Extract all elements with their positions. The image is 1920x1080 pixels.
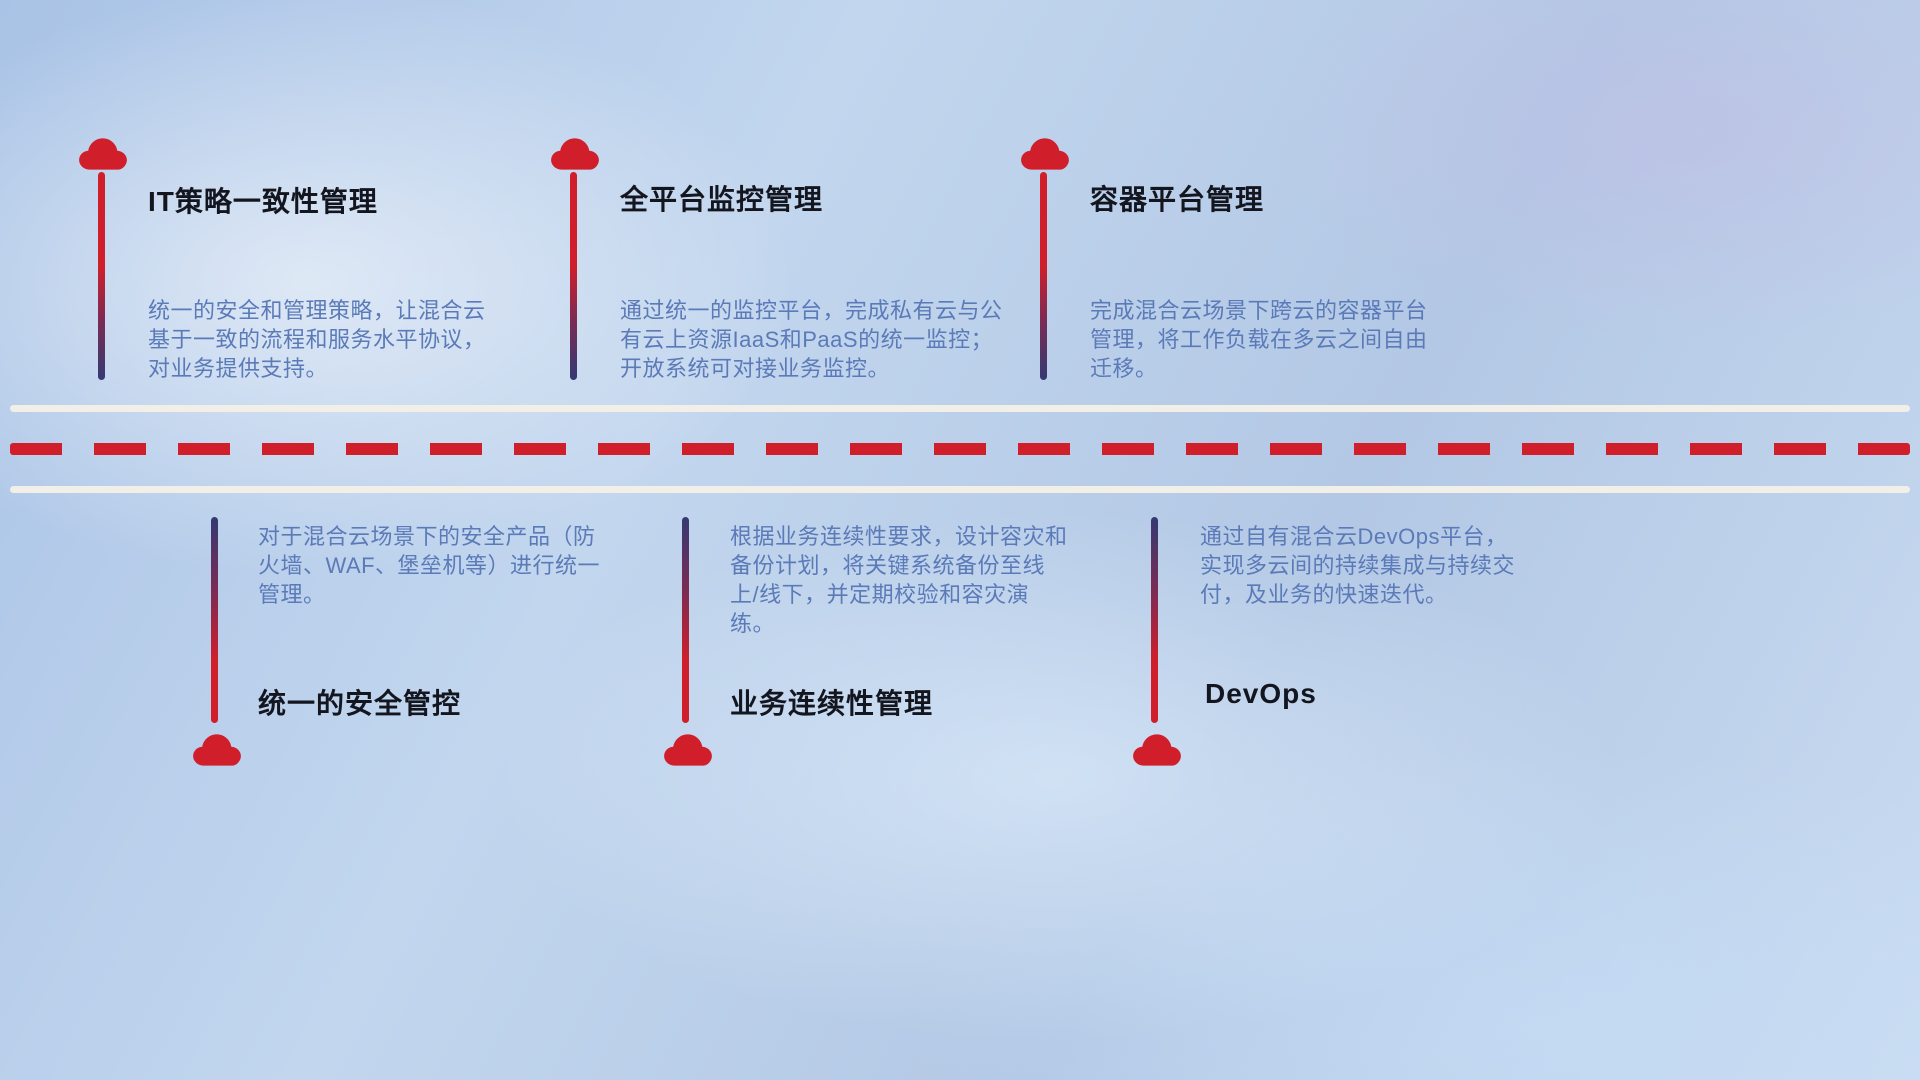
road-edge-bottom <box>10 486 1910 493</box>
feature-title: 统一的安全管控 <box>258 688 462 719</box>
timeline-connector-line <box>211 517 218 723</box>
cloud-icon <box>76 134 130 174</box>
timeline-connector-line <box>682 517 689 723</box>
feature-title: IT策略一致性管理 <box>148 186 378 217</box>
feature-title: 全平台监控管理 <box>620 184 824 215</box>
cloud-icon <box>1130 730 1184 770</box>
timeline-connector-line <box>98 172 105 380</box>
cloud-icon <box>190 730 244 770</box>
feature-title: DevOps <box>1205 678 1317 709</box>
road-edge-top <box>10 405 1910 412</box>
feature-title: 业务连续性管理 <box>730 688 934 719</box>
feature-title: 容器平台管理 <box>1090 184 1265 215</box>
cloud-icon <box>661 730 715 770</box>
cloud-icon <box>1018 134 1072 174</box>
timeline-connector-line <box>1040 172 1047 380</box>
timeline-connector-line <box>570 172 577 380</box>
timeline-connector-line <box>1151 517 1158 723</box>
feature-description: 统一的安全和管理策略，让混合云基于一致的流程和服务水平协议，对业务提供支持。 <box>148 298 486 382</box>
road-center-dashed-line <box>10 443 1910 455</box>
cloud-icon <box>548 134 602 174</box>
feature-description: 对于混合云场景下的安全产品（防火墙、WAF、堡垒机等）进行统一管理。 <box>258 524 601 608</box>
feature-description: 完成混合云场景下跨云的容器平台管理，将工作负载在多云之间自由迁移。 <box>1090 298 1428 382</box>
feature-description: 通过统一的监控平台，完成私有云与公有云上资源IaaS和PaaS的统一监控；开放系… <box>620 298 1003 382</box>
feature-description: 根据业务连续性要求，设计容灾和备份计划，将关键系统备份至线上/线下，并定期校验和… <box>730 524 1068 637</box>
feature-description: 通过自有混合云DevOps平台，实现多云间的持续集成与持续交付，及业务的快速迭代… <box>1200 524 1516 608</box>
